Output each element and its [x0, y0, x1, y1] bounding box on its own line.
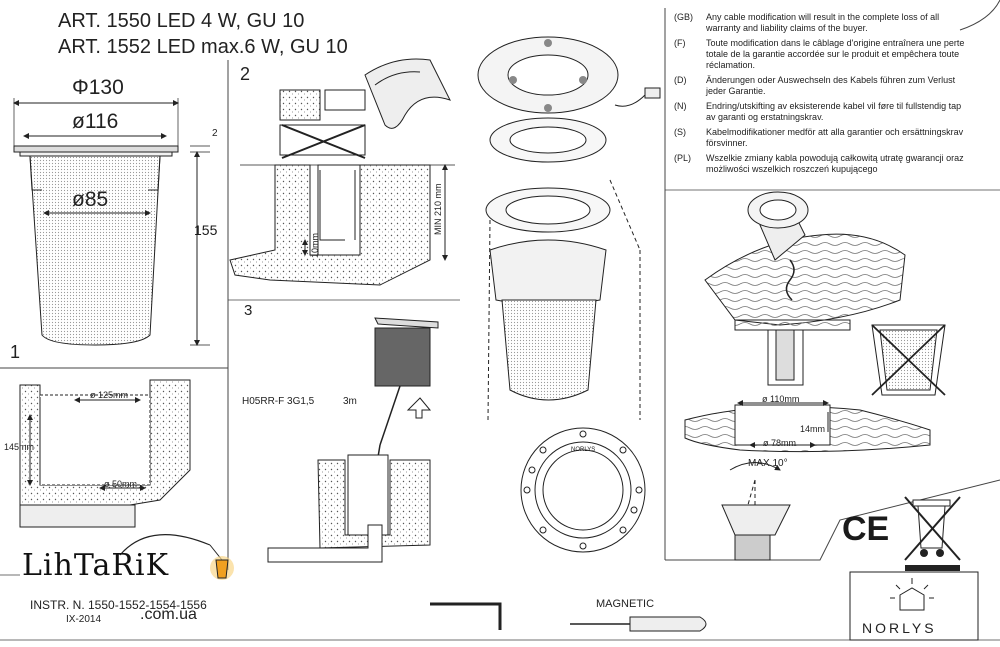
warning-text: Kabelmodifikationer medför att alla gara… [706, 127, 964, 148]
title-line-2: ART. 1552 LED max.6 W, GU 10 [58, 36, 348, 58]
warning-code: (PL) [674, 153, 692, 163]
warning-code: (D) [674, 75, 687, 85]
ring-brand: NORLYS [571, 447, 596, 453]
dim-110: ø 110mm [762, 394, 800, 404]
dim-130: Φ130 [72, 76, 124, 99]
warning-code: (N) [674, 101, 687, 111]
dim-78: ø 78mm [763, 438, 797, 448]
cable-type: H05RR-F 3G1,5 [242, 396, 315, 407]
cable-length: 3m [343, 396, 357, 407]
warning-item: (F) Toute modification dans le câblage d… [674, 38, 994, 71]
instruction-date: IX-2014 [66, 614, 102, 625]
dim-min210: MIN 210 mm [433, 183, 443, 235]
warning-text: Any cable modification will result in th… [706, 12, 940, 33]
watermark-logo: LihTaRiK [22, 548, 169, 583]
dim-125: ø 125mm [90, 390, 129, 400]
warning-code: (GB) [674, 12, 693, 22]
warning-list: (GB) Any cable modification will result … [674, 12, 994, 179]
warning-text: Endring/utskifting av eksisterende kabel… [706, 101, 962, 122]
dim-10mm: 10mm [310, 232, 320, 258]
dim-2: 2 [212, 128, 218, 139]
ce-mark: CE [842, 510, 890, 548]
magnetic-label: MAGNETIC [596, 598, 655, 610]
dim-145: 145mm [4, 442, 35, 452]
warning-item: (PL) Wszelkie zmiany kabla powodują całk… [674, 153, 994, 175]
dim-50: ø 50mm [104, 479, 138, 489]
dim-max10: MAX 10° [748, 458, 788, 469]
dim-85: ø85 [72, 188, 109, 211]
instruction-number: INSTR. N. 1550-1552-1554-1556 [30, 598, 207, 612]
warning-text: Wszelkie zmiany kabla powodują całkowitą… [706, 153, 964, 174]
warning-code: (F) [674, 38, 686, 48]
watermark-domain: .com.ua [140, 606, 197, 623]
warning-item: (D) Änderungen oder Auswechseln des Kabe… [674, 75, 994, 97]
step-1: 1 [10, 342, 21, 362]
warning-text: Änderungen oder Auswechseln des Kabels f… [706, 75, 956, 96]
warning-item: (S) Kabelmodifikationer medför att alla … [674, 127, 994, 149]
dim-155: 155 [194, 222, 218, 238]
warning-item: (N) Endring/utskifting av eksisterende k… [674, 101, 994, 123]
warning-code: (S) [674, 127, 686, 137]
step-3: 3 [244, 302, 253, 319]
step-2: 2 [240, 64, 251, 84]
warning-item: (GB) Any cable modification will result … [674, 12, 994, 34]
title-line-1: ART. 1550 LED 4 W, GU 10 [58, 10, 305, 32]
warning-text: Toute modification dans le câblage d'ori… [706, 38, 965, 70]
dim-116: ø116 [72, 110, 119, 133]
dim-14mm: 14mm [800, 424, 826, 434]
norlys-brand: NORLYS [862, 620, 937, 636]
